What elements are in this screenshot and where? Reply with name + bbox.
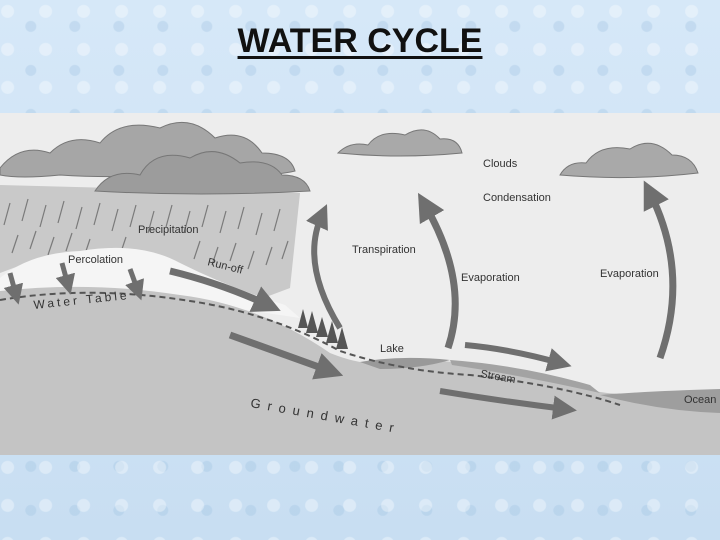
run-off-arrow [169, 267, 281, 312]
label-transpiration: Transpiration [352, 244, 416, 256]
water-cycle-svg: Clouds Condensation Precipitation Transp… [0, 121, 720, 455]
label-clouds: Clouds [483, 158, 518, 170]
stream-water [450, 360, 600, 393]
rain-streaks [3, 198, 289, 270]
label-percolation: Percolation [68, 254, 123, 266]
label-evaporation-ocean: Evaporation [600, 268, 659, 280]
evaporation-lake-arrow [418, 192, 459, 350]
slide-title-text: WATER CYCLE [237, 22, 483, 60]
label-condensation: Condensation [483, 192, 551, 204]
ocean-cloud [559, 142, 699, 179]
label-lake: Lake [380, 343, 404, 355]
evaporation-ocean-arrow [643, 180, 677, 360]
lake-water [360, 357, 450, 369]
label-evaporation-lake: Evaporation [461, 272, 520, 284]
groundwater-arrow-right [439, 388, 577, 420]
label-precipitation: Precipitation [138, 224, 199, 236]
slide-title: WATER CYCLE [0, 22, 720, 61]
percolation-arrows [3, 262, 144, 305]
transpiration-arrow [306, 204, 343, 330]
label-ocean: Ocean [684, 394, 716, 406]
water-cycle-diagram: Clouds Condensation Precipitation Transp… [0, 113, 720, 455]
trees [298, 309, 348, 349]
small-cloud [336, 129, 463, 157]
storm-cloud [0, 121, 311, 195]
water-table-line [0, 291, 621, 406]
percolation-zone [0, 247, 300, 318]
stream-arrow [464, 342, 572, 372]
ground [0, 286, 720, 455]
groundwater-arrow-left [228, 331, 344, 380]
ocean [600, 389, 720, 413]
